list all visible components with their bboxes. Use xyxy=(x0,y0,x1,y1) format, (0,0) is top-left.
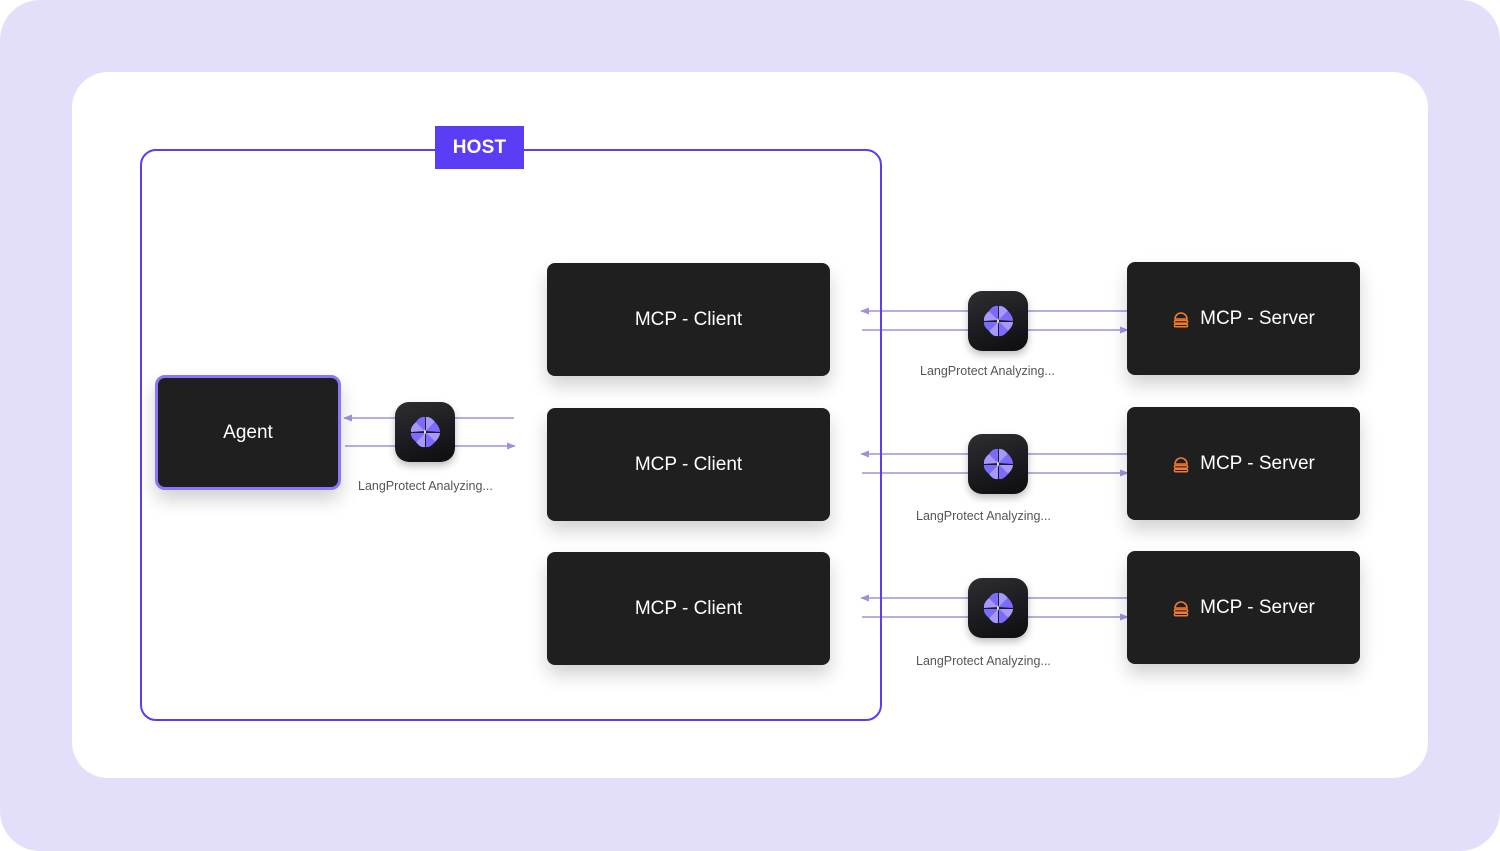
langprotect-logo-icon[interactable] xyxy=(968,434,1028,494)
mcp-server-node-3[interactable]: MCP - Server xyxy=(1127,551,1360,664)
server-label: MCP - Server xyxy=(1200,452,1315,474)
analyzer-label: LangProtect Analyzing... xyxy=(358,479,493,493)
client-label: MCP - Client xyxy=(634,597,743,619)
analyzer-label: LangProtect Analyzing... xyxy=(920,364,1055,378)
server-stack-icon xyxy=(1172,310,1190,328)
langprotect-logo-icon[interactable] xyxy=(968,291,1028,351)
client-label: MCP - Client xyxy=(634,453,743,475)
server-stack-icon xyxy=(1172,599,1190,617)
mcp-client-node-3[interactable]: MCP - Client xyxy=(547,552,830,665)
server-stack-icon xyxy=(1172,455,1190,473)
mcp-client-node-1[interactable]: MCP - Client xyxy=(547,263,830,376)
mcp-client-node-2[interactable]: MCP - Client xyxy=(547,408,830,521)
langprotect-logo-icon[interactable] xyxy=(395,402,455,462)
analyzer-label: LangProtect Analyzing... xyxy=(916,509,1051,523)
server-label: MCP - Server xyxy=(1200,307,1315,329)
mcp-server-node-1[interactable]: MCP - Server xyxy=(1127,262,1360,375)
host-label: HOST xyxy=(435,126,524,169)
agent-label: Agent xyxy=(223,421,273,443)
client-label: MCP - Client xyxy=(634,308,743,330)
mcp-server-node-2[interactable]: MCP - Server xyxy=(1127,407,1360,520)
analyzer-label: LangProtect Analyzing... xyxy=(916,654,1051,668)
agent-node[interactable]: Agent xyxy=(155,375,341,490)
langprotect-logo-icon[interactable] xyxy=(968,578,1028,638)
server-label: MCP - Server xyxy=(1200,596,1315,618)
